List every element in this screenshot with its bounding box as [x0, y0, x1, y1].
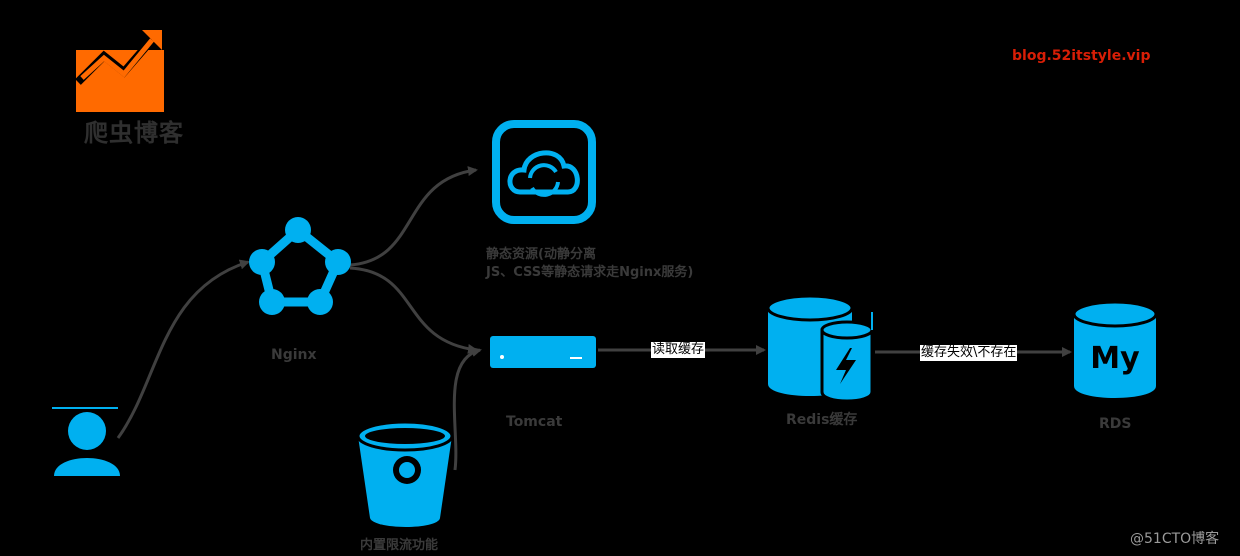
watermark: @51CTO博客 — [1130, 531, 1220, 547]
tomcat-server-icon — [490, 336, 596, 368]
edge-nginx-static — [349, 166, 478, 267]
edge-limiter-tomcat — [452, 347, 482, 471]
edge-label-read-cache: 读取缓存 — [651, 342, 706, 358]
edges — [116, 166, 1072, 471]
static-label-line1: 静态资源(动静分离 — [486, 247, 596, 262]
blog-url[interactable]: blog.52itstyle.vip — [1012, 48, 1151, 64]
user-icon — [52, 407, 120, 476]
edge-nginx-tomcat — [349, 266, 478, 354]
limiter-label: 内置限流功能 — [360, 538, 439, 553]
static-label-line2: JS、CSS等静态请求走Nginx服务) — [486, 265, 694, 280]
edge-user-nginx — [116, 259, 250, 439]
mysql-database-icon: My — [1072, 300, 1158, 398]
brand-chart-icon — [75, 30, 164, 112]
brand-name: 爬虫博客 — [84, 119, 184, 147]
rds-label: RDS — [1099, 416, 1132, 432]
redis-cache-icon — [766, 294, 874, 403]
mysql-logo-text: My — [1090, 341, 1140, 376]
nginx-label: Nginx — [271, 347, 317, 363]
edge-label-cache-miss: 缓存失效\不存在 — [920, 345, 1018, 361]
redis-label: Redis缓存 — [786, 412, 858, 428]
bucket-icon — [356, 420, 454, 527]
tomcat-label: Tomcat — [506, 414, 563, 430]
cloud-sync-icon — [492, 120, 596, 224]
nginx-icon — [249, 217, 351, 315]
